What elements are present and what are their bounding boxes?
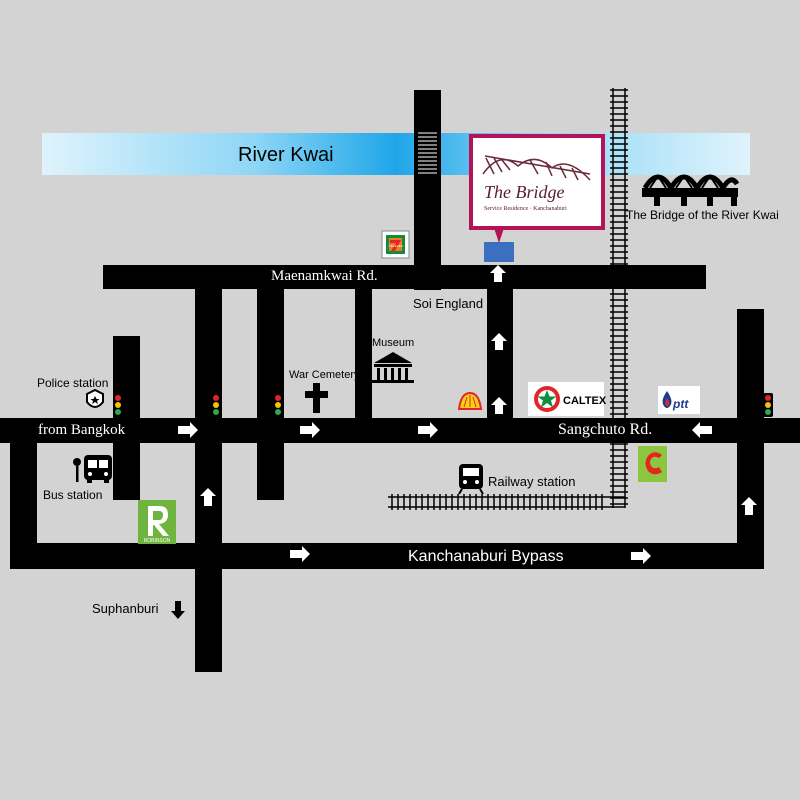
hotel-sign: The Bridge Service Residence · Kanchanab…: [469, 134, 605, 262]
ptt-text: ptt: [672, 397, 689, 411]
crosswalk: [418, 132, 437, 174]
bus-stop-icon: [73, 458, 81, 482]
road-suphanburi: [195, 418, 222, 672]
police-badge-icon: [86, 388, 104, 408]
arrow-up-icon: [491, 397, 507, 414]
road-bus-station: [113, 336, 140, 500]
soi-england-label: Soi England: [413, 296, 484, 311]
arrow-right-icon: [631, 548, 651, 564]
museum-icon: [372, 352, 414, 383]
robinson-text: ROBINSON: [144, 538, 171, 544]
arrow-down-icon: [171, 601, 185, 619]
cross-icon: [305, 383, 328, 413]
suphanburi-label: Suphanburi: [92, 601, 159, 616]
river-kwai-label: River Kwai: [238, 144, 334, 166]
arrow-left-icon: [692, 422, 712, 438]
sangchuto-road-label: Sangchuto Rd.: [558, 421, 653, 438]
bypass-road-label: Kanchanaburi Bypass: [408, 548, 564, 565]
direction-arrows: [178, 265, 757, 564]
road-soi-england: [487, 265, 513, 443]
road-left-edge: [10, 418, 37, 569]
road-cemetery-a: [257, 265, 284, 500]
police-station-label: Police station: [37, 376, 109, 390]
arrow-up-icon: [741, 497, 757, 515]
maenamkwai-road-label: Maenamkwai Rd.: [271, 268, 378, 284]
bridge-river-kwai-label: The Bridge of the River Kwai: [626, 208, 779, 222]
robinson-logo: ROBINSON: [138, 500, 176, 544]
ptt-logo: ptt: [658, 386, 700, 414]
arrow-right-icon: [300, 422, 320, 438]
hotel-location-pin: [484, 242, 514, 262]
river-kwai: [42, 133, 750, 175]
road-museum: [355, 265, 372, 443]
road-east: [737, 309, 764, 569]
from-bangkok-label: from Bangkok: [38, 422, 126, 438]
railway-station-label: Railway station: [488, 474, 576, 489]
hotel-name: The Bridge: [484, 182, 565, 202]
arrow-up-icon: [491, 333, 507, 350]
caltex-logo: CALTEX: [528, 382, 607, 416]
arrow-up-icon: [200, 488, 216, 506]
caltex-text: CALTEX: [563, 395, 607, 407]
arrow-right-icon: [418, 422, 438, 438]
hotel-tagline: Service Residence · Kanchanaburi: [484, 206, 567, 212]
road-north-bridge: [414, 90, 441, 290]
arrow-right-icon: [178, 422, 198, 438]
train-icon: [458, 464, 484, 495]
hotel-logo-icon: [482, 155, 591, 181]
shell-logo: [457, 391, 483, 410]
bus-station-label: Bus station: [43, 488, 103, 502]
seven-eleven-text: 7-ELEVEN: [388, 244, 403, 248]
big-c-logo: [638, 446, 667, 482]
arrow-up-icon: [490, 265, 506, 282]
traffic-lights: [113, 393, 773, 417]
road-network: [0, 90, 800, 672]
seven-eleven-logo: 7-ELEVEN: [381, 230, 410, 259]
bridge-river-kwai-icon: [642, 174, 740, 206]
arrow-right-icon: [290, 546, 310, 562]
road-maenamkwai: [103, 265, 706, 289]
museum-label: Museum: [372, 337, 415, 349]
war-cemetery-label: War Cemetery: [289, 369, 360, 381]
bus-icon: [84, 455, 112, 483]
